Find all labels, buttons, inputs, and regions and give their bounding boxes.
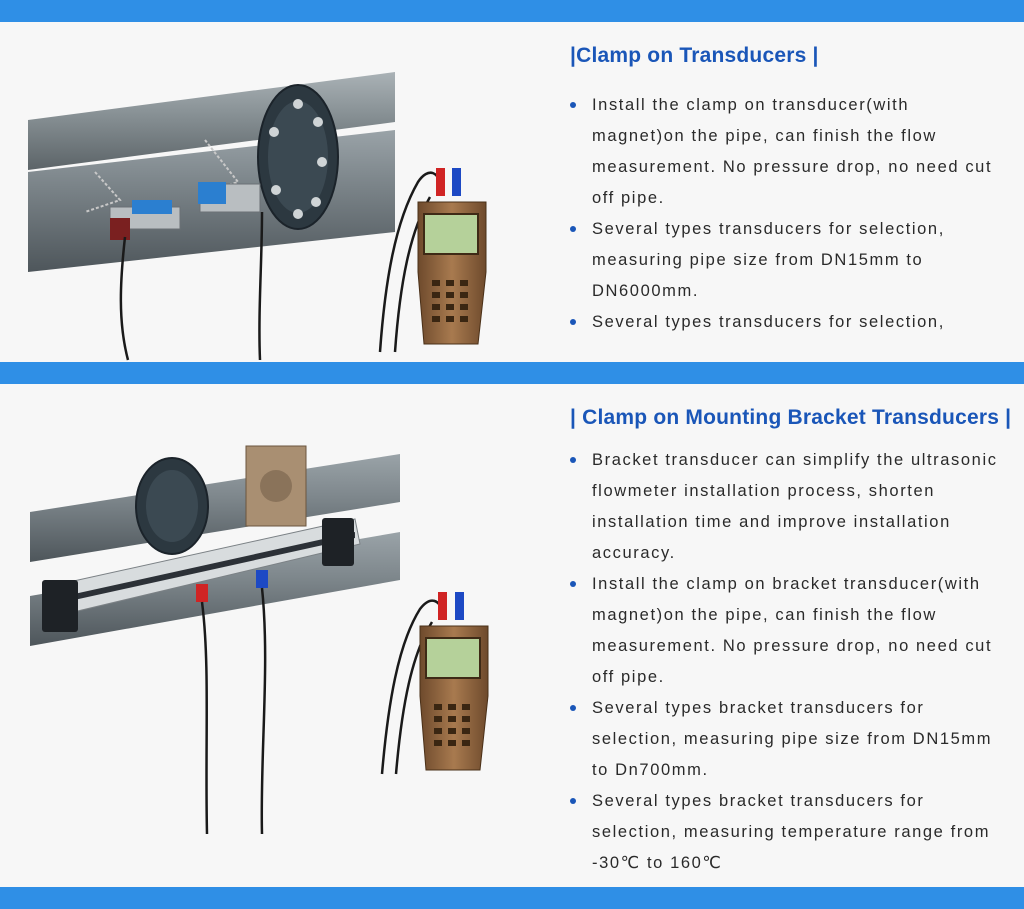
divider-band <box>0 362 1024 384</box>
top-band <box>0 0 1024 22</box>
list-item: Several types transducers for selection,… <box>570 214 1000 307</box>
clamp-on-transducer-illustration <box>28 72 487 361</box>
list-item: Install the clamp on transducer(with mag… <box>570 90 1000 214</box>
list-item: Several types bracket transducers for se… <box>570 786 1004 879</box>
feature-list: Install the clamp on transducer(with mag… <box>570 90 1000 338</box>
section-clamp-on-transducers: |Clamp on Transducers | Install the clam… <box>0 22 1024 362</box>
section-title-text: Clamp on Mounting Bracket Transducers <box>582 406 1000 429</box>
section-title-text: Clamp on Transducers <box>576 44 807 67</box>
section-title: |Clamp on Transducers | <box>570 44 819 67</box>
section-mounting-bracket-transducers: | Clamp on Mounting Bracket Transducers … <box>0 384 1024 887</box>
section-title: | Clamp on Mounting Bracket Transducers … <box>570 406 1012 429</box>
feature-list: Bracket transducer can simplify the ultr… <box>570 445 1004 879</box>
list-item: Several types bracket transducers for se… <box>570 693 1004 786</box>
bottom-band <box>0 887 1024 909</box>
list-item: Install the clamp on bracket transducer(… <box>570 569 1004 693</box>
bracket-transducer-illustration <box>30 445 489 835</box>
list-item: Bracket transducer can simplify the ultr… <box>570 445 1004 569</box>
list-item: Several types transducers for selection, <box>570 307 1000 338</box>
